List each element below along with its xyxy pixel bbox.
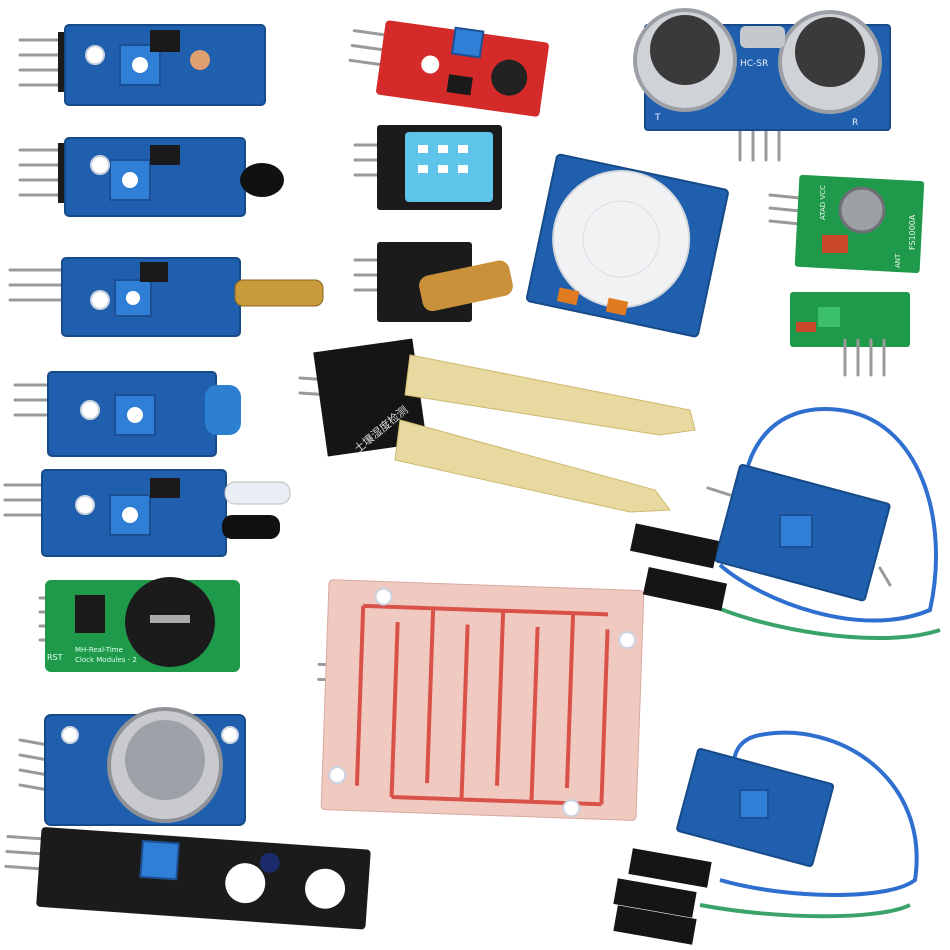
rf-model-label: FS1000A <box>908 214 917 250</box>
line-tracker-module <box>4 827 371 930</box>
temperature-humidity-module <box>353 125 502 210</box>
rain-sensor-board <box>317 579 645 821</box>
laser-module <box>353 242 513 322</box>
rf-transmitter-module: FS1000A ATAD VCC ANT <box>768 174 925 274</box>
flame-sensor-module <box>18 137 284 217</box>
ultrasonic-t-label: T <box>654 113 661 123</box>
ir-obstacle-module <box>3 469 291 557</box>
vibration-sensor-module <box>13 371 241 457</box>
sensor-module-with-cable-1 <box>630 407 941 640</box>
sound-sensor-module <box>348 20 549 117</box>
rtc-label-line2: Clock Modules - 2 <box>75 656 137 664</box>
rtc-label-line1: MH-Real-Time <box>75 646 123 654</box>
rf-receiver-module <box>790 292 910 377</box>
ultrasonic-sensor: HC-SR T R <box>633 8 891 162</box>
ultrasonic-r-label: R <box>852 118 858 128</box>
rf-antenna-label: ANT <box>894 253 902 268</box>
light-sensor-module <box>18 24 266 106</box>
ultrasonic-model-label: HC-SR <box>740 59 768 69</box>
soil-moisture-sensor: 土壤湿度检测 <box>298 338 696 513</box>
rtc-clock-module: RST MH-Real-Time Clock Modules - 2 <box>38 577 240 672</box>
sensor-module-with-cable-2 <box>613 730 919 945</box>
tilt-sensor-module <box>8 257 324 337</box>
rtc-pin-label: RST <box>47 653 63 662</box>
rf-pins-label: ATAD VCC <box>819 185 827 220</box>
gas-sensor-module <box>18 707 246 826</box>
pir-motion-sensor <box>526 153 729 338</box>
